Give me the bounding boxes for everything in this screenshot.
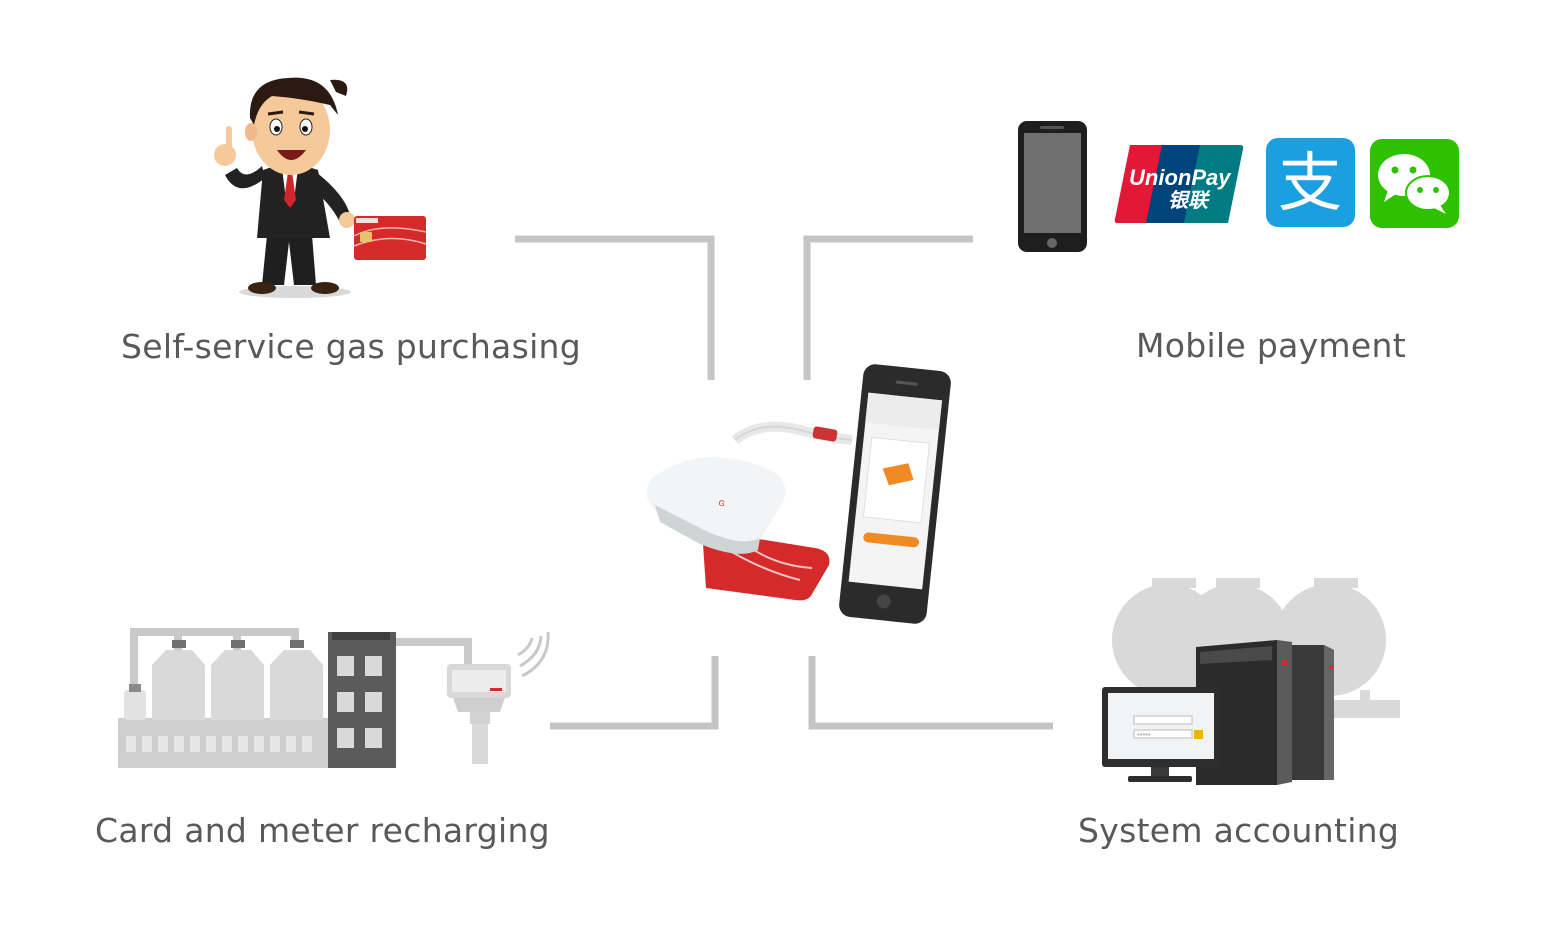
- connector-lines: [515, 235, 1053, 730]
- businessman-illustration: [214, 77, 355, 298]
- connector-top-left: [515, 235, 715, 380]
- alipay-logo-glyph: 支: [1278, 147, 1342, 219]
- label-card-and-meter-recharging: Card and meter recharging: [95, 811, 550, 850]
- gas-meter-icon: [447, 631, 550, 764]
- central-smartphone-icon: [839, 364, 951, 624]
- unionpay-logo-text: UnionPay: [1129, 165, 1232, 190]
- smartphone-icon: [1018, 121, 1087, 252]
- card-reader-device: G: [646, 421, 853, 601]
- gas-card-icon: [353, 216, 427, 260]
- wechat-logo: [1370, 139, 1459, 228]
- card-reader-brand: G: [717, 498, 725, 508]
- server-computer-illustration: *****: [1102, 578, 1400, 785]
- label-self-service-gas-purchasing: Self-service gas purchasing: [121, 327, 581, 366]
- password-mask: *****: [1137, 733, 1151, 740]
- connector-top-right: [803, 235, 973, 380]
- connector-bottom-right: [808, 656, 1053, 730]
- connector-bottom-left: [550, 656, 719, 730]
- unionpay-logo: UnionPay 银联: [1114, 145, 1244, 223]
- unionpay-logo-cn: 银联: [1168, 189, 1211, 212]
- label-system-accounting: System accounting: [1078, 811, 1400, 850]
- gas-plant-illustration: [118, 628, 472, 768]
- alipay-logo: 支: [1266, 138, 1355, 227]
- label-mobile-payment: Mobile payment: [1136, 326, 1406, 365]
